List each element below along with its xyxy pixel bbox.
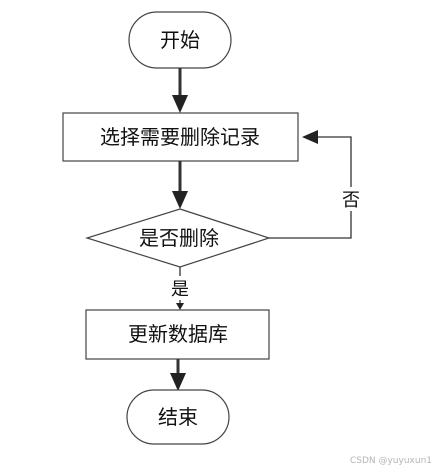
yes-label-bg bbox=[166, 276, 194, 300]
arrowhead bbox=[302, 130, 318, 144]
no-label-bg bbox=[340, 187, 362, 211]
arrowhead bbox=[172, 95, 188, 113]
yes-label: 是 bbox=[171, 279, 189, 300]
end-node bbox=[126, 389, 230, 445]
select-label: 选择需要删除记录 bbox=[100, 125, 260, 149]
watermark-text: CSDN @yuyuxun1 bbox=[349, 456, 432, 466]
select-node bbox=[62, 112, 299, 162]
update-label: 更新数据库 bbox=[128, 322, 228, 346]
no-label: 否 bbox=[342, 190, 360, 211]
end-label: 结束 bbox=[158, 405, 198, 429]
update-node bbox=[85, 309, 270, 360]
start-label: 开始 bbox=[160, 28, 200, 52]
arrowhead bbox=[170, 373, 186, 391]
arrowhead bbox=[176, 303, 184, 310]
arrowhead bbox=[172, 191, 188, 209]
decision-label: 是否删除 bbox=[139, 226, 219, 250]
